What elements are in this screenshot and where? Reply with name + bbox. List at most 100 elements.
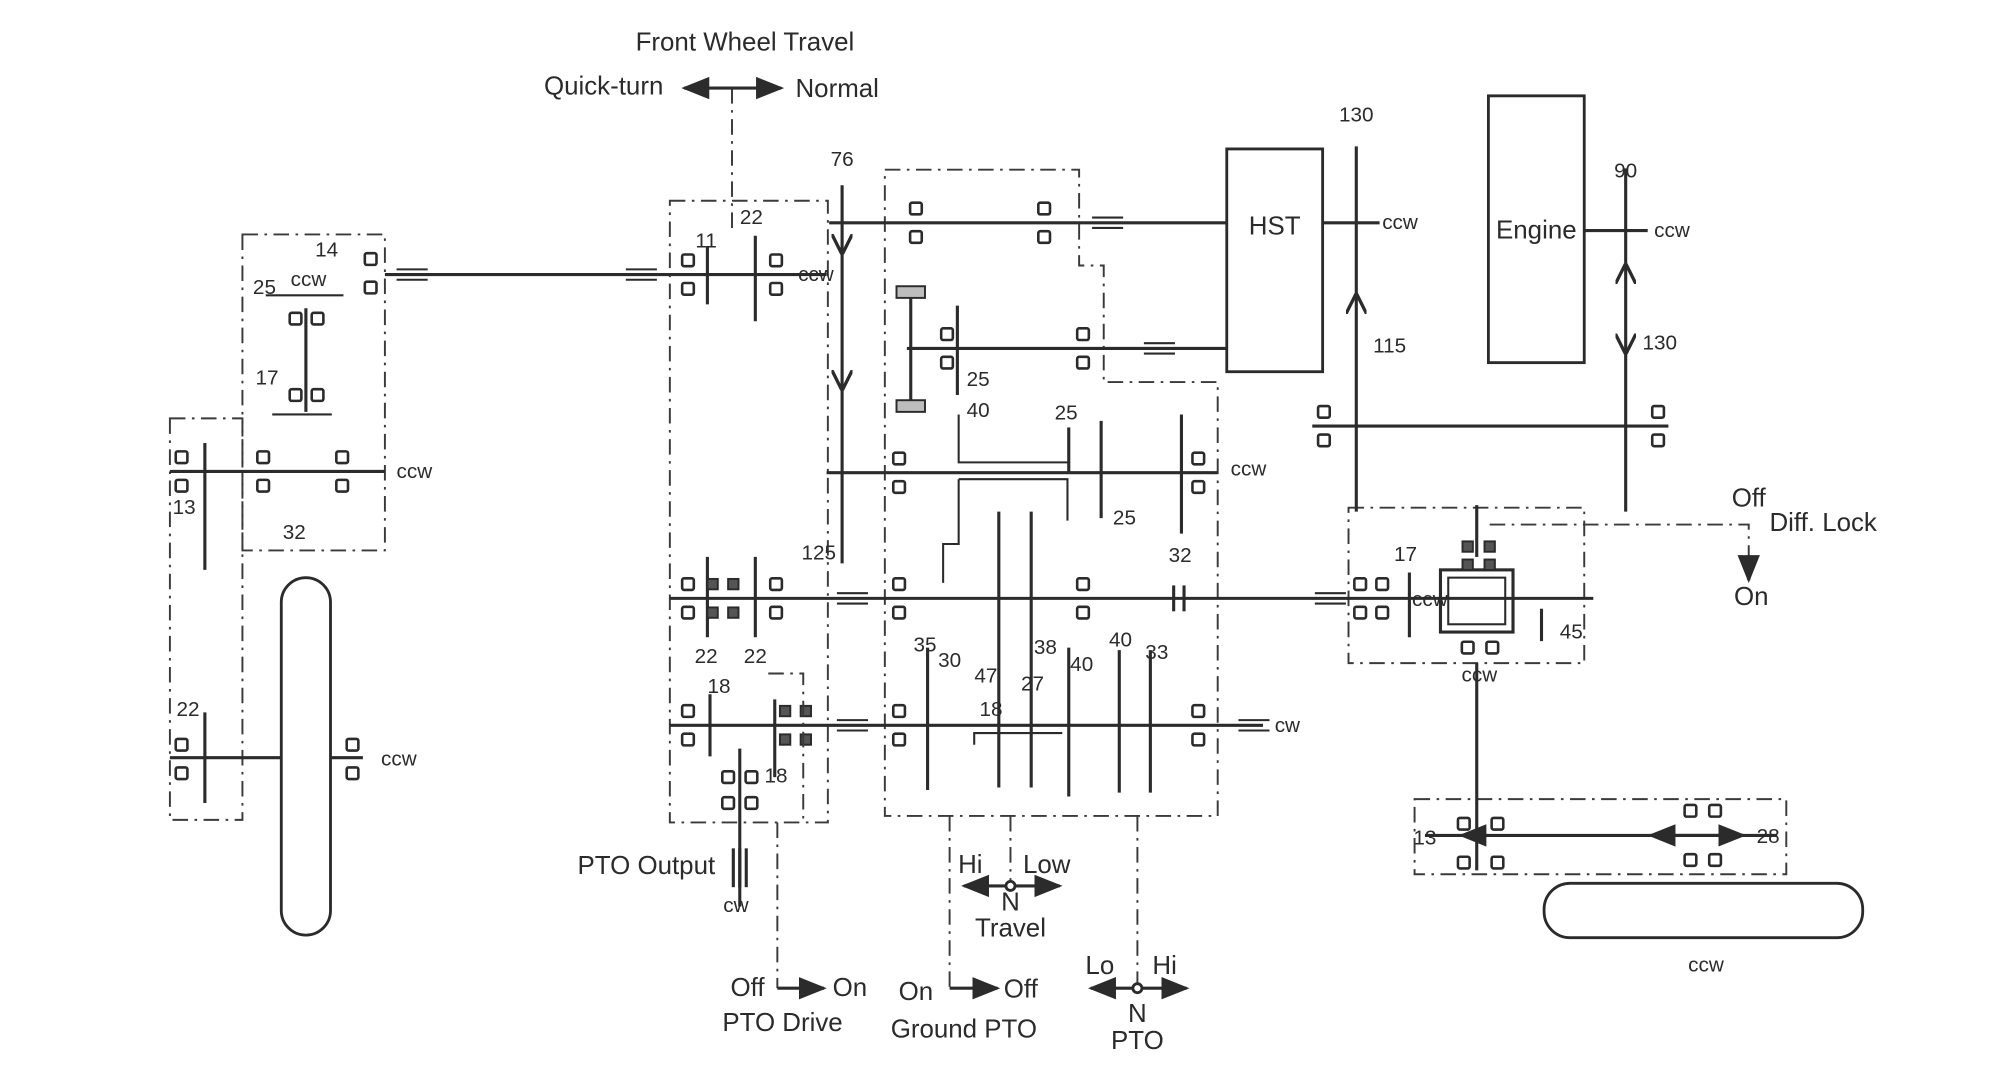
bearing-9 bbox=[256, 450, 271, 465]
clutch-bearing-2 bbox=[727, 577, 740, 591]
pto-lo-label: Lo bbox=[1085, 952, 1114, 980]
rear-wheel bbox=[1542, 881, 1865, 940]
bearing-40 bbox=[891, 479, 907, 495]
bearing-42 bbox=[1191, 479, 1206, 495]
gear-link-3 bbox=[973, 732, 1063, 745]
bearing-49 bbox=[1191, 703, 1206, 719]
rotation-ccw-diff: ccw bbox=[1412, 588, 1449, 611]
pto-drive-link-a bbox=[768, 672, 805, 823]
ground-pto-title: Ground PTO bbox=[891, 1015, 1037, 1043]
bearing-15 bbox=[345, 737, 360, 752]
bearing-52 bbox=[1316, 433, 1332, 448]
gear-115-label: 115 bbox=[1373, 334, 1406, 357]
left-upper-housing bbox=[241, 233, 386, 552]
rotation-ccw-engine: ccw bbox=[1654, 219, 1691, 242]
rotation-ccw-hst: ccw bbox=[1382, 211, 1419, 234]
engine-box bbox=[1486, 94, 1586, 365]
gear-25-c-label: 25 bbox=[1113, 507, 1136, 530]
gear-link-1 bbox=[957, 414, 1068, 464]
diff-lock-title: Diff. Lock bbox=[1769, 509, 1876, 537]
pto-title: PTO bbox=[1111, 1027, 1164, 1055]
normal-label: Normal bbox=[795, 75, 878, 103]
bearing-13 bbox=[174, 737, 189, 752]
bearing-5 bbox=[288, 387, 303, 403]
gear-76-label: 76 bbox=[831, 148, 854, 171]
bearing-46 bbox=[1075, 605, 1091, 620]
main-gearbox-housing bbox=[883, 168, 1219, 817]
bearings bbox=[174, 201, 1723, 870]
gear-18-c-label: 18 bbox=[980, 698, 1003, 721]
front-left-wheel bbox=[279, 576, 332, 937]
lever-arrows bbox=[681, 76, 1760, 1000]
travel-neutral-label: N bbox=[1001, 889, 1020, 917]
clutch-bearing-7 bbox=[778, 733, 792, 746]
gear-27-label: 27 bbox=[1021, 672, 1044, 695]
control-linkages bbox=[731, 88, 1750, 989]
gear-18-b-label: 18 bbox=[765, 764, 788, 787]
gear-33-label: 33 bbox=[1145, 641, 1168, 664]
bearing-37 bbox=[1075, 327, 1091, 342]
ground-pto-off-label: Off bbox=[1004, 975, 1039, 1003]
bearing-11 bbox=[335, 450, 350, 465]
rotation-ccw-countershaft: ccw bbox=[1231, 457, 1268, 480]
gear-40-c-label: 40 bbox=[1070, 653, 1093, 676]
gear-130-right-label: 130 bbox=[1643, 332, 1678, 355]
bearing-30 bbox=[744, 795, 759, 811]
front-wheel-travel-title: Front Wheel Travel bbox=[636, 29, 855, 57]
gear-22-a-label: 22 bbox=[740, 206, 763, 229]
rotation-ccw-left-top: ccw bbox=[291, 268, 328, 291]
gear-22-c-label: 22 bbox=[744, 645, 767, 668]
bearing-44 bbox=[891, 605, 907, 620]
brake-disk-top bbox=[895, 285, 926, 299]
rotation-cw-pto-shaft: cw bbox=[1275, 714, 1301, 737]
gear-18-a-label: 18 bbox=[708, 675, 731, 698]
hst-label: HST bbox=[1249, 212, 1301, 240]
gear-32-b-label: 32 bbox=[1169, 544, 1192, 567]
diff-lock-link bbox=[1489, 523, 1750, 557]
gear-125-label: 125 bbox=[802, 542, 837, 565]
rotation-ccw-left-bottom: ccw bbox=[381, 747, 418, 770]
bearing-14 bbox=[174, 766, 189, 781]
diff-housing bbox=[1347, 506, 1586, 665]
differential-inner bbox=[1447, 576, 1507, 626]
bearing-18 bbox=[680, 281, 696, 296]
ground-pto-on-label: On bbox=[899, 978, 934, 1006]
clutch-bearing-4 bbox=[727, 606, 740, 619]
bearing-23 bbox=[768, 577, 784, 592]
engine-label: Engine bbox=[1496, 216, 1577, 244]
bearing-26 bbox=[680, 732, 696, 747]
bearing-20 bbox=[768, 281, 784, 296]
clutch-bearing-12 bbox=[1483, 558, 1496, 571]
pto-hi-label: Hi bbox=[1152, 952, 1176, 980]
travel-neutral-point bbox=[1004, 879, 1017, 892]
bearing-12 bbox=[335, 478, 350, 493]
clutch-bearing-6 bbox=[799, 704, 812, 718]
bearing-51 bbox=[1316, 404, 1332, 419]
bearing-60 bbox=[1485, 640, 1500, 655]
bearing-53 bbox=[1650, 404, 1666, 419]
bearing-56 bbox=[1353, 605, 1368, 620]
bearing-17 bbox=[680, 253, 696, 268]
gear-17-left-label: 17 bbox=[256, 367, 279, 390]
gear-32-left-label: 32 bbox=[283, 521, 306, 544]
bearing-68 bbox=[1707, 852, 1723, 868]
clutch-bearing-5 bbox=[778, 704, 792, 718]
gear-35-label: 35 bbox=[913, 633, 936, 656]
diff-lock-on-label: On bbox=[1734, 583, 1769, 611]
hst-box bbox=[1225, 147, 1325, 374]
clutch-bearing-3 bbox=[706, 606, 719, 619]
left-lower-housing bbox=[168, 417, 244, 821]
bearing-28 bbox=[744, 769, 759, 785]
bearing-24 bbox=[768, 605, 784, 620]
pto-drive-title: PTO Drive bbox=[722, 1009, 842, 1037]
bearing-19 bbox=[768, 253, 784, 268]
bearing-33 bbox=[1037, 201, 1052, 216]
bearing-66 bbox=[1707, 803, 1723, 818]
gear-45-label: 45 bbox=[1560, 621, 1583, 644]
bearing-41 bbox=[1191, 451, 1206, 466]
bearing-34 bbox=[1037, 229, 1052, 245]
bearing-31 bbox=[908, 201, 924, 216]
gear-28-label: 28 bbox=[1757, 825, 1780, 848]
travel-hi-label: Hi bbox=[958, 851, 982, 879]
gear-47-label: 47 bbox=[974, 665, 997, 688]
